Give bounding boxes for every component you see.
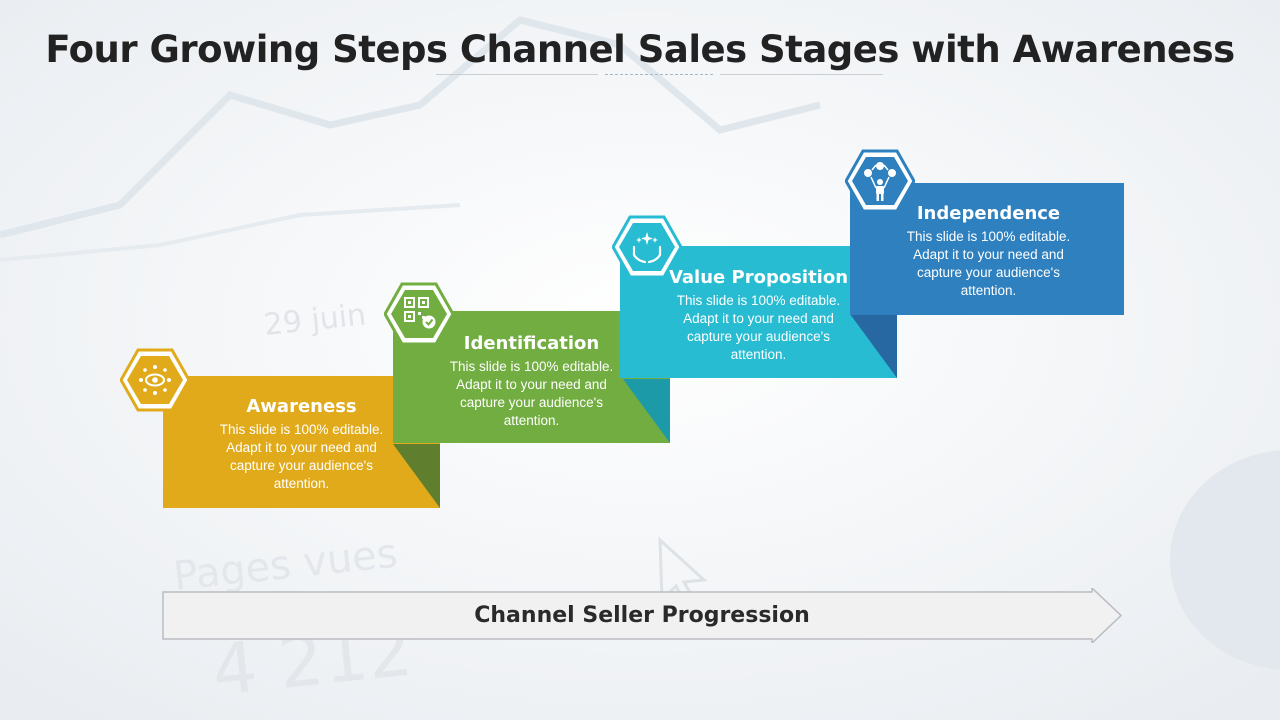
hands-sparkle-icon — [612, 215, 682, 279]
step-heading: Independence — [916, 203, 1061, 224]
eye-network-icon — [120, 348, 190, 412]
qr-code-check-icon — [384, 282, 454, 346]
progression-arrow — [162, 588, 1122, 643]
progression-label: Channel Seller Progression — [474, 603, 810, 628]
step-description: This slide is 100% editable. Adapt it to… — [449, 359, 614, 428]
person-dollar-icon — [845, 149, 915, 213]
step-heading: Awareness — [246, 396, 357, 417]
step-heading: Identification — [463, 333, 600, 354]
step-description: This slide is 100% editable. Adapt it to… — [676, 293, 841, 362]
step-description: This slide is 100% editable. Adapt it to… — [906, 229, 1071, 298]
title-underline-center — [605, 74, 713, 75]
title-underline-right — [720, 74, 883, 75]
title-underline-left — [436, 74, 598, 75]
step-heading: Value Proposition — [668, 267, 849, 288]
page-title: Four Growing Steps Channel Sales Stages … — [45, 28, 1235, 71]
step-description: This slide is 100% editable. Adapt it to… — [219, 422, 384, 491]
